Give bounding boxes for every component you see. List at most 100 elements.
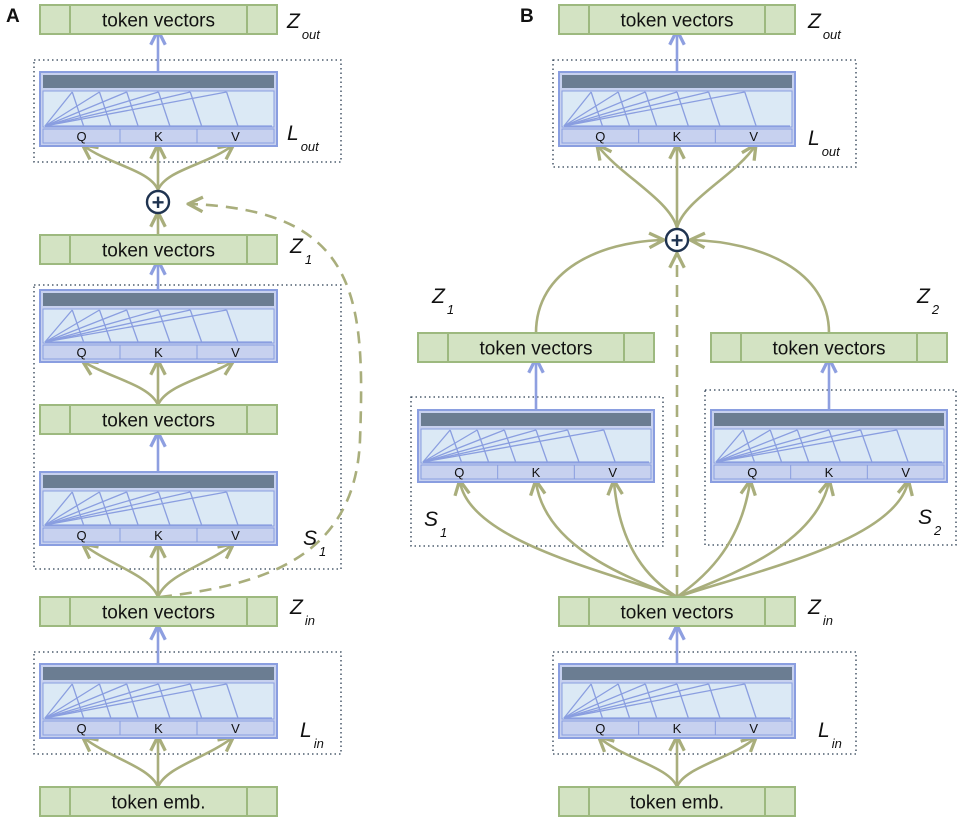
a-attention-s1-top-q-label: Q bbox=[76, 345, 86, 360]
b-attention-lin-fan-line-5 bbox=[563, 683, 745, 719]
b-attention-lout-fan-line-5 bbox=[563, 91, 745, 127]
a-attention-lin-fan-drop-0 bbox=[71, 683, 85, 719]
a-label-lin: Lin bbox=[300, 719, 324, 751]
a-attention-s1-top-fan-line-5 bbox=[44, 309, 227, 343]
b-attention-lout-fan-drop-3 bbox=[676, 91, 689, 127]
a-attention-s1-bottom-fan-drop-0 bbox=[71, 491, 85, 526]
a-attention-lin-fan bbox=[44, 683, 272, 719]
b-token-vectors-z2-text: token vectors bbox=[773, 339, 886, 360]
a-attention-lin-fan-drop-5 bbox=[225, 683, 239, 719]
a-attention-s1-top-v-label: V bbox=[231, 345, 240, 360]
a-attention-lin-fan-line-3 bbox=[44, 683, 159, 719]
b-attention-lout-fan-drop-0 bbox=[590, 91, 604, 127]
a-attention-lout-fan-drop-0 bbox=[71, 91, 85, 127]
a-label-z1: Z1 bbox=[289, 235, 312, 267]
a-attention-lin-fan-line-1 bbox=[44, 683, 100, 719]
a-attention-s1-top-fan-line-4 bbox=[44, 309, 191, 343]
b-attention-s1-fan-line-1 bbox=[422, 429, 478, 463]
a-attention-s1-bottom-header bbox=[43, 475, 274, 488]
b-token-vectors-zout: token vectors bbox=[558, 4, 796, 35]
b-token-vectors-zout-bg bbox=[558, 4, 796, 35]
a-arrow-mid-to-s1top-v bbox=[156, 362, 232, 406]
b-attention-lin-fan-line-4 bbox=[563, 683, 709, 719]
a-attention-lin-fan-drop-4 bbox=[189, 683, 203, 719]
a-attention-s1-top-fan-line-0 bbox=[44, 309, 73, 343]
a-attention-s1-bottom-fan-drop-1 bbox=[98, 491, 112, 526]
b-arrow-plus-to-lout-q bbox=[598, 146, 679, 229]
b-token-emb: token emb. bbox=[558, 786, 796, 817]
b-attention-lout-fan-drop-4 bbox=[708, 91, 721, 127]
b-attention-s2-fan-drop-3 bbox=[828, 429, 841, 463]
b-attention-s1-fan-line-4 bbox=[422, 429, 568, 463]
b-attention-lin-qkv-row bbox=[561, 720, 793, 736]
b-attention-lin-fan-line-0 bbox=[563, 683, 592, 719]
b-attention-s1-fan-drop-0 bbox=[449, 429, 463, 463]
a-attention-lin-qkv-row bbox=[42, 720, 275, 736]
a-token-emb-bg bbox=[39, 786, 278, 817]
a-attention-lout-fan-line-2 bbox=[44, 91, 127, 127]
panel-a-label: A bbox=[6, 6, 20, 27]
b-attention-s2-fan-line-2 bbox=[715, 429, 798, 463]
b-attention-s1-k-label: K bbox=[532, 465, 541, 480]
b-arrow-zin-to-s2-q bbox=[676, 482, 750, 599]
b-attention-lin-fan bbox=[563, 683, 790, 719]
b-attention-s1-fan-line-5 bbox=[422, 429, 604, 463]
a-token-vectors-mid: token vectors bbox=[39, 404, 278, 435]
b-token-vectors-z1-text: token vectors bbox=[480, 339, 593, 360]
b-token-vectors-zin-text: token vectors bbox=[621, 603, 734, 624]
b-plus-circle: + bbox=[664, 227, 690, 253]
a-label-lout: Lout bbox=[287, 122, 320, 154]
a-attention-s1-top-fan-drop-1 bbox=[98, 309, 112, 343]
a-attention-s1-bottom-fan-line-5 bbox=[44, 491, 227, 526]
a-token-vectors-zout: token vectors bbox=[39, 4, 278, 35]
b-attention-lout-fan-line-1 bbox=[563, 91, 619, 127]
b-label-z2: Z2 bbox=[916, 285, 940, 317]
a-attention-s1-top-fan-drop-0 bbox=[71, 309, 85, 343]
b-token-vectors-zout-text: token vectors bbox=[621, 11, 734, 32]
a-label-s1: S1 bbox=[303, 527, 326, 559]
a-token-vectors-z1-text: token vectors bbox=[102, 241, 215, 262]
b-label-s1: S1 bbox=[424, 508, 447, 540]
b-token-vectors-z1: token vectors bbox=[417, 332, 655, 363]
b-attention-s1-header bbox=[421, 413, 651, 426]
a-attention-lin-q-label: Q bbox=[76, 721, 86, 736]
a-token-vectors-zin-text: token vectors bbox=[102, 603, 215, 624]
b-attention-lin-fan-drop-0 bbox=[590, 683, 604, 719]
a-token-vectors-z1: token vectors bbox=[39, 234, 278, 265]
b-label-lin: Lin bbox=[818, 719, 842, 751]
b-arrow-zin-to-s2-v bbox=[676, 482, 908, 599]
a-attention-s1-bottom-fan-line-1 bbox=[44, 491, 100, 526]
b-attention-lout-q-label: Q bbox=[595, 129, 605, 144]
b-attention-lin-fan-drop-5 bbox=[744, 683, 757, 719]
a-attention-s1-top-fan-line-3 bbox=[44, 309, 159, 343]
b-attention-s1-v-label: V bbox=[608, 465, 617, 480]
b-token-vectors-z2-bg bbox=[710, 332, 948, 363]
a-plus-circle-sign: + bbox=[152, 190, 165, 215]
b-attention-s2-k-label: K bbox=[825, 465, 834, 480]
b-attention-lin-fan-line-1 bbox=[563, 683, 619, 719]
b-attention-s1-fan-drop-4 bbox=[567, 429, 580, 463]
a-attention-s1-bottom-fan-drop-5 bbox=[225, 491, 239, 526]
a-token-vectors-mid-bg bbox=[39, 404, 278, 435]
a-attention-s1-top-fan-line-2 bbox=[44, 309, 127, 343]
b-arrow-z1-to-plus bbox=[534, 240, 662, 334]
a-attention-s1-bottom-q-label: Q bbox=[76, 528, 86, 543]
arrows-layer bbox=[84, 32, 908, 788]
b-attention-s2-q-label: Q bbox=[747, 465, 757, 480]
a-arrow-mid-to-s1top-q bbox=[84, 362, 160, 406]
b-attention-s2-fan-line-3 bbox=[715, 429, 830, 463]
a-label-zout: Zout bbox=[286, 10, 321, 42]
a-plus-circle: + bbox=[145, 189, 171, 215]
a-attention-lin-fan-drop-1 bbox=[98, 683, 112, 719]
b-attention-lin-fan-drop-4 bbox=[708, 683, 721, 719]
b-attention-lout-qkv-row bbox=[561, 128, 793, 144]
b-label-lout: Lout bbox=[808, 127, 841, 159]
b-token-vectors-z1-bg bbox=[417, 332, 655, 363]
b-attention-s2-fan-line-5 bbox=[715, 429, 897, 463]
